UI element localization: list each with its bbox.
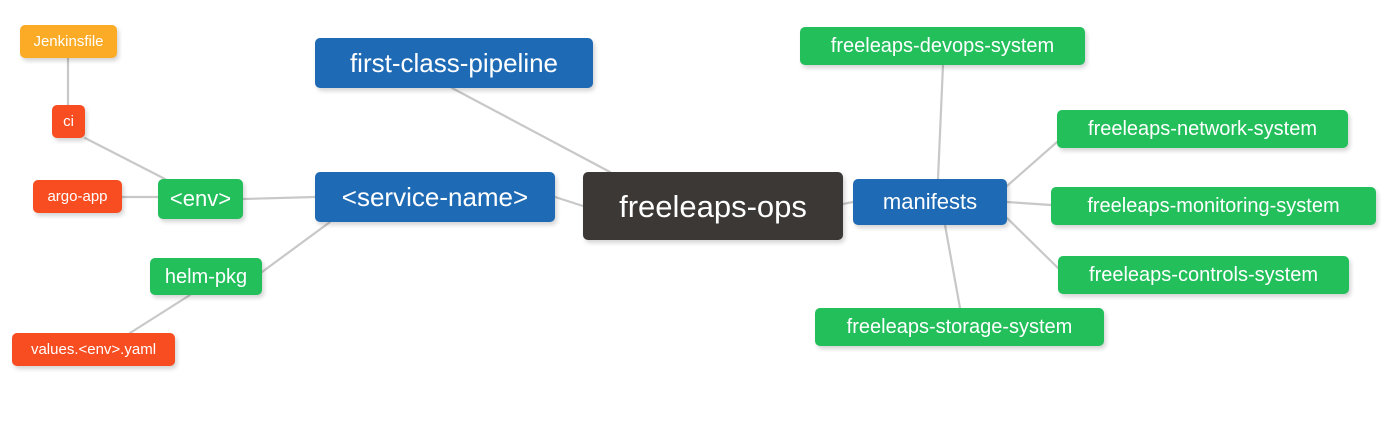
- node-label-root: freeleaps-ops: [619, 188, 807, 224]
- edge-manifests-to-network-system: [1005, 140, 1059, 188]
- node-values-yaml[interactable]: values.<env>.yaml: [12, 333, 175, 366]
- node-label-devops-system: freeleaps-devops-system: [830, 35, 1055, 57]
- node-manifests[interactable]: manifests: [853, 179, 1007, 225]
- edge-service-name-to-helm-pkg: [260, 220, 332, 274]
- edge-helm-pkg-to-values-yaml: [128, 293, 192, 335]
- node-label-network-system: freeleaps-network-system: [1088, 118, 1317, 140]
- node-label-monitoring-system: freeleaps-monitoring-system: [1087, 195, 1340, 217]
- edge-manifests-to-controls-system: [1005, 216, 1060, 270]
- node-argo-app[interactable]: argo-app: [33, 180, 122, 213]
- edge-manifests-to-storage-system: [943, 223, 962, 310]
- edge-manifests-to-devops-system: [936, 63, 945, 181]
- node-label-manifests: manifests: [882, 189, 978, 214]
- node-env[interactable]: <env>: [158, 179, 243, 219]
- node-label-service-name: <service-name>: [341, 182, 529, 212]
- node-label-env: <env>: [169, 186, 232, 211]
- node-ci[interactable]: ci: [52, 105, 85, 138]
- node-first-class-pipeline[interactable]: first-class-pipeline: [315, 38, 593, 88]
- edge-root-to-manifests: [841, 200, 855, 206]
- node-network-system[interactable]: freeleaps-network-system: [1057, 110, 1348, 148]
- node-label-controls-system: freeleaps-controls-system: [1089, 264, 1318, 286]
- edge-env-to-ci: [83, 136, 167, 181]
- node-label-values-yaml: values.<env>.yaml: [30, 341, 157, 358]
- node-devops-system[interactable]: freeleaps-devops-system: [800, 27, 1085, 65]
- node-jenkinsfile[interactable]: Jenkinsfile: [20, 25, 117, 58]
- edge-manifests-to-monitoring-system: [1005, 200, 1053, 207]
- node-monitoring-system[interactable]: freeleaps-monitoring-system: [1051, 187, 1376, 225]
- node-service-name[interactable]: <service-name>: [315, 172, 555, 222]
- node-helm-pkg[interactable]: helm-pkg: [150, 258, 262, 295]
- node-storage-system[interactable]: freeleaps-storage-system: [815, 308, 1104, 346]
- node-label-ci: ci: [63, 113, 74, 130]
- node-label-helm-pkg: helm-pkg: [164, 265, 248, 288]
- edge-root-to-first-class-pipeline: [450, 86, 612, 174]
- node-root[interactable]: freeleaps-ops: [583, 172, 843, 240]
- node-label-storage-system: freeleaps-storage-system: [846, 316, 1073, 338]
- node-label-first-class-pipeline: first-class-pipeline: [349, 48, 559, 78]
- node-label-argo-app: argo-app: [47, 188, 108, 205]
- node-label-jenkinsfile: Jenkinsfile: [33, 33, 104, 50]
- node-controls-system[interactable]: freeleaps-controls-system: [1058, 256, 1349, 294]
- edge-service-name-to-env: [241, 195, 317, 201]
- edge-root-to-service-name: [553, 195, 585, 208]
